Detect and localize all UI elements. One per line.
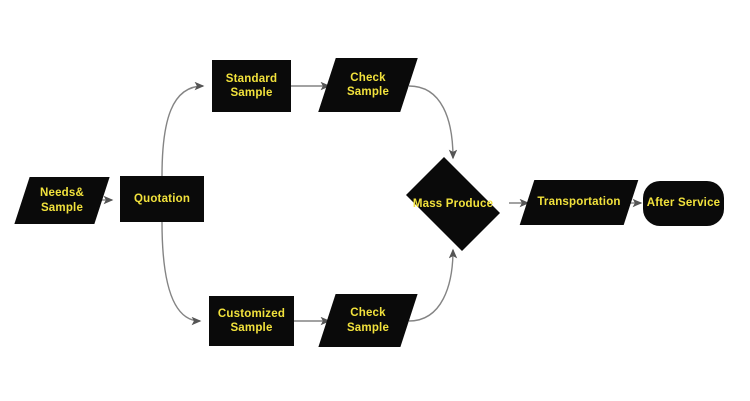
node-label: Standard Sample [225,72,278,99]
node-label: Customized Sample [217,307,286,334]
edge-quotation-to-customized [161,221,202,326]
edge-check-to-mass-produce-top [408,85,458,160]
node-check-sample-customized[interactable]: Check Sample [327,294,409,347]
node-needs-sample[interactable]: Needs& Sample [22,177,102,224]
node-label: Quotation [133,192,191,205]
edge-check-to-mass-produce-bottom [408,248,458,322]
edge-quotation-to-standard [161,81,205,177]
node-label: Mass Produce [412,197,494,210]
node-label: Transportation [537,196,621,209]
node-label: Check Sample [346,307,390,334]
node-label: Needs& Sample [39,187,85,214]
node-label: After Service [646,197,721,210]
node-label: Check Sample [346,71,390,98]
node-check-sample-standard[interactable]: Check Sample [327,58,409,112]
node-standard-sample[interactable]: Standard Sample [212,60,291,112]
node-transportation[interactable]: Transportation [527,180,631,225]
node-mass-produce[interactable]: Mass Produce [397,166,509,242]
node-after-service[interactable]: After Service [643,181,724,226]
node-quotation[interactable]: Quotation [120,176,204,222]
node-customized-sample[interactable]: Customized Sample [209,296,294,346]
